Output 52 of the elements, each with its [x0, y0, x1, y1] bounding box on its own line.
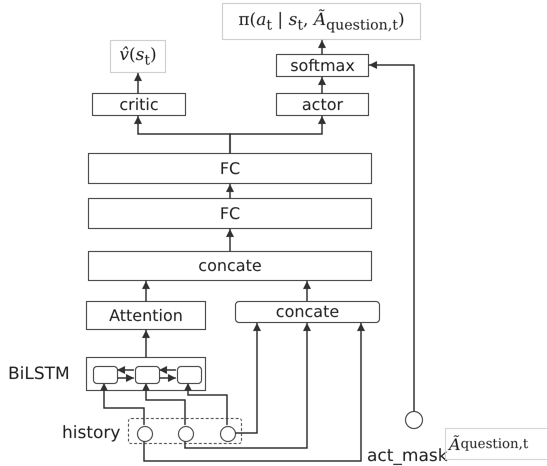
input-circle	[137, 426, 153, 442]
layer-box	[276, 54, 369, 77]
arrow	[134, 73, 142, 93]
layer-box	[88, 198, 372, 229]
layer-box	[88, 153, 372, 184]
arrow	[184, 323, 311, 449]
formula: v̂(s$_{t}$)	[119, 44, 157, 68]
input-circle	[178, 426, 194, 442]
formula-box	[222, 3, 421, 40]
arrow	[369, 61, 415, 411]
arrow	[117, 366, 134, 374]
arrow	[142, 330, 150, 357]
input-label: history	[62, 424, 120, 443]
lstm-cell	[93, 366, 118, 384]
input-label: BiLSTM	[8, 365, 70, 384]
layer-box	[88, 251, 372, 281]
layer-label: concate	[276, 303, 340, 321]
layer-label: Attention	[109, 306, 183, 324]
arrow	[159, 366, 176, 374]
arrow	[142, 281, 150, 301]
lstm-cell	[177, 366, 202, 384]
input-group-box	[128, 418, 242, 444]
formula-box	[110, 40, 166, 73]
layer-box	[235, 301, 380, 323]
input-circle	[405, 411, 423, 429]
layer-box	[86, 301, 206, 330]
arrow	[226, 229, 234, 251]
arrow	[226, 184, 234, 198]
formula: π(a$_{t}$ | s$_{t}$, Ã$_{question,t}$)	[238, 10, 405, 34]
input-circle	[220, 426, 236, 442]
arrow	[235, 323, 261, 434]
layer-label: FC	[220, 204, 240, 222]
lstm-cell	[135, 366, 160, 384]
layer-box	[276, 93, 369, 116]
arrow	[117, 374, 134, 382]
arrow	[303, 281, 311, 301]
arrow	[142, 383, 186, 425]
arrow	[318, 40, 326, 54]
arrow	[184, 383, 228, 425]
arrow	[159, 374, 176, 382]
layer-label: critic	[119, 96, 159, 114]
layer-label: concate	[198, 257, 262, 275]
arrow	[318, 77, 326, 93]
layer-label: FC	[220, 160, 240, 178]
layer-label: softmax	[290, 56, 355, 74]
arrow	[143, 323, 365, 462]
bilstm-box	[86, 357, 206, 391]
arrow	[100, 383, 145, 425]
input-label: act_mask	[367, 447, 448, 466]
layer-label: actor	[302, 96, 344, 114]
layer-box	[92, 93, 186, 116]
arrow	[229, 116, 326, 153]
